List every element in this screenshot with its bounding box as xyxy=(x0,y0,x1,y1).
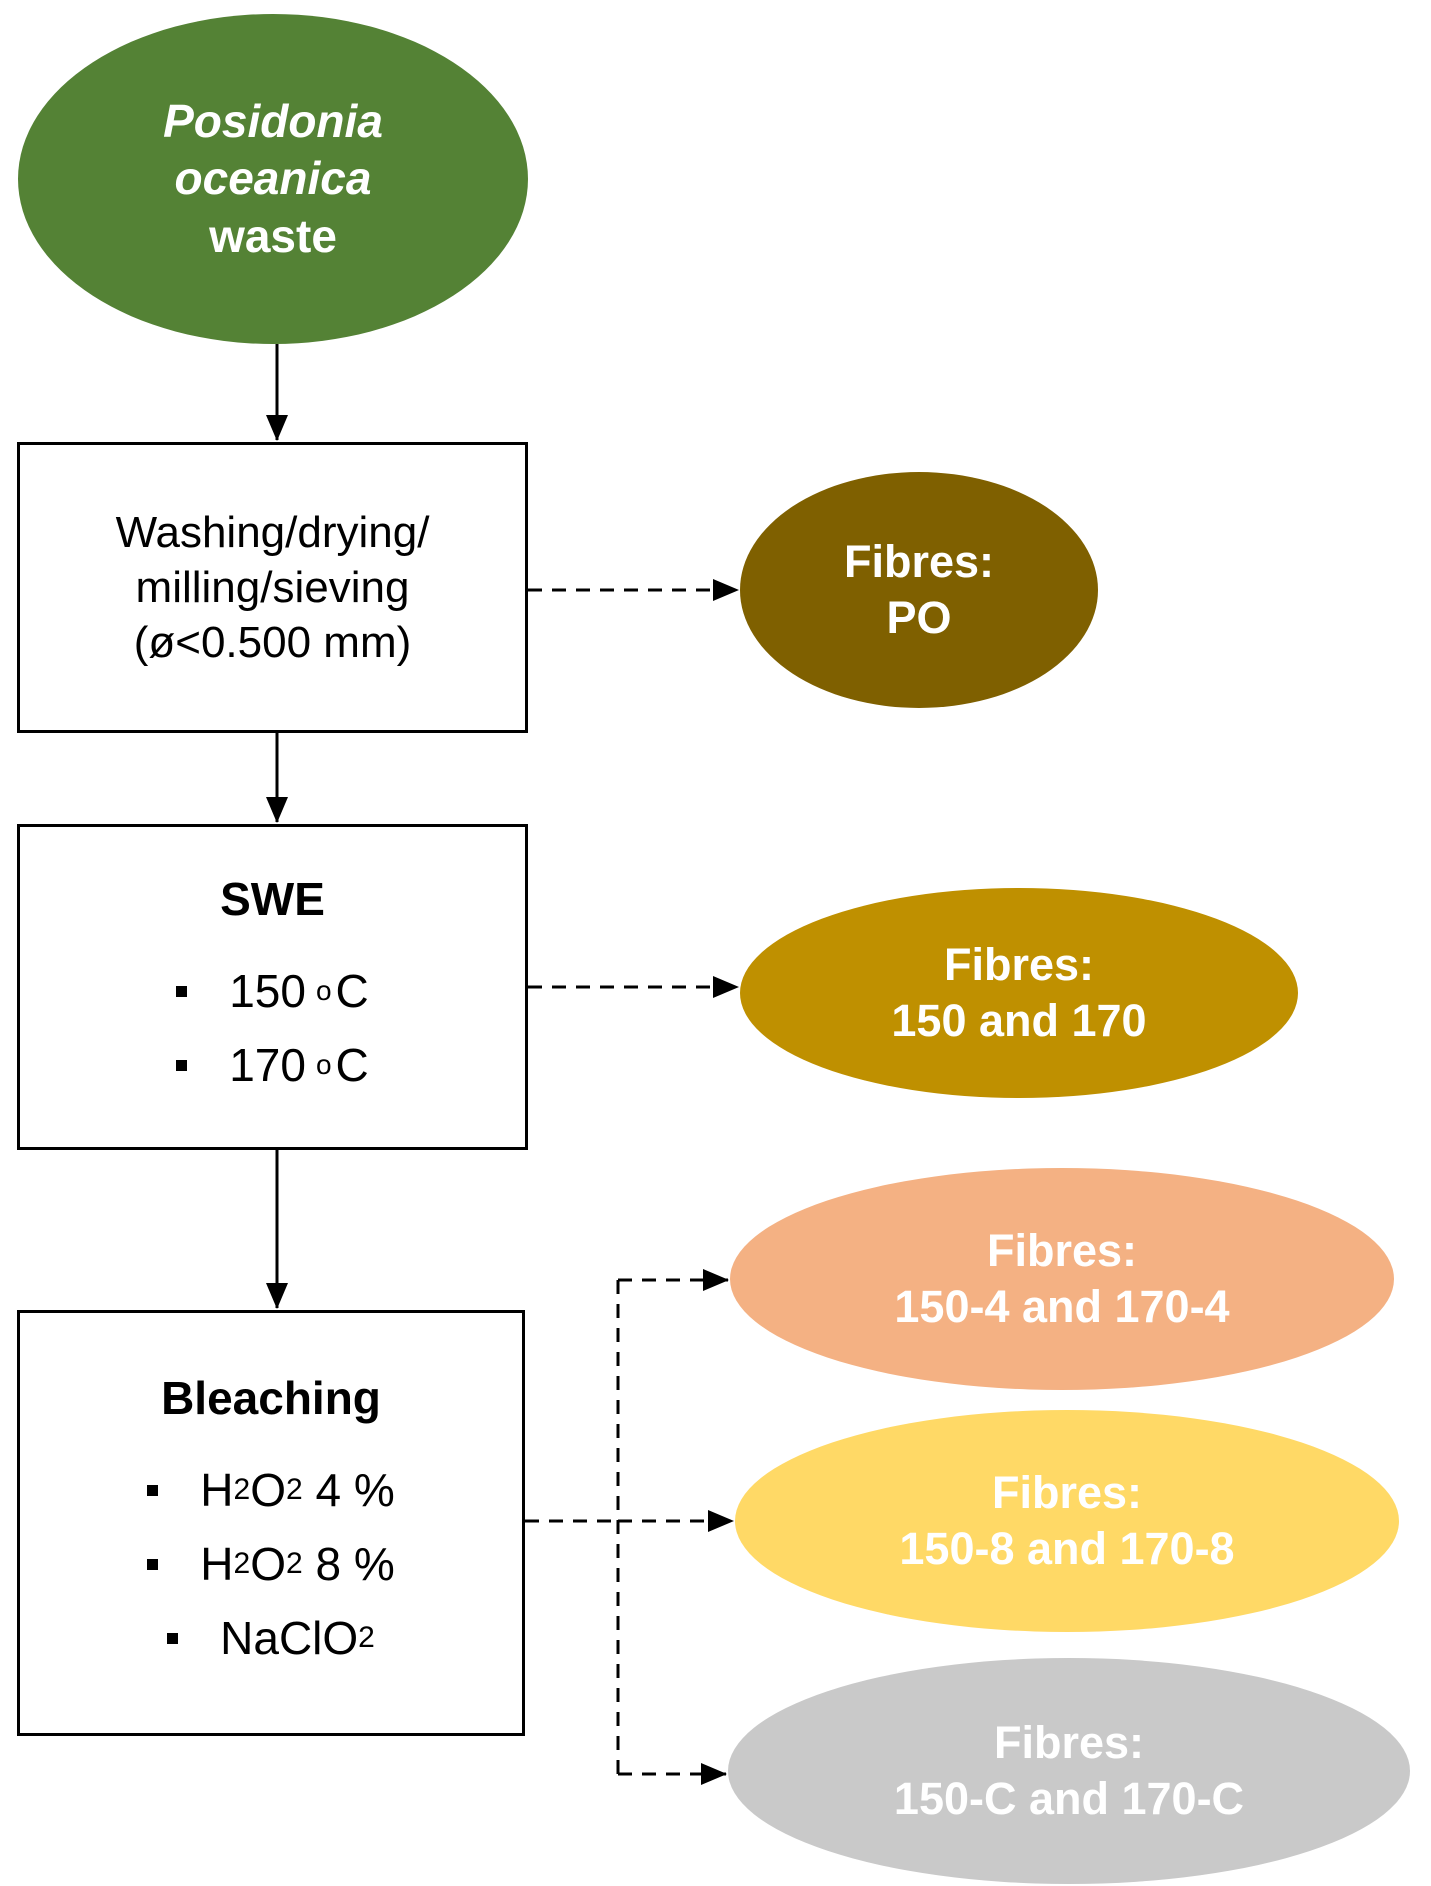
output-swe-line2: 150 and 170 xyxy=(891,995,1147,1046)
step1-line2: milling/sieving xyxy=(135,563,410,612)
output-po-line1: Fibres: xyxy=(843,535,995,587)
output-h2o2-4-line1: Fibres: xyxy=(986,1224,1138,1276)
output-naclo2-line1: Fibres: xyxy=(993,1716,1145,1768)
output-swe-line1: Fibres: xyxy=(943,938,1095,990)
output-po-line2: PO xyxy=(886,592,952,643)
bullet-icon xyxy=(167,1632,179,1644)
bullet-icon xyxy=(176,985,188,997)
output-h2o2-8-line1: Fibres: xyxy=(991,1466,1143,1518)
output-naclo2-line2: 150-C and 170-C xyxy=(893,1773,1245,1824)
output-h2o2-8: Fibres: 150-8 and 170-8 xyxy=(735,1410,1399,1632)
output-naclo2: Fibres: 150-C and 170-C xyxy=(728,1658,1410,1884)
output-swe-fibres: Fibres: 150 and 170 xyxy=(740,888,1298,1098)
step3-title: Bleaching xyxy=(161,1372,381,1424)
start-species-line2: oceanica xyxy=(174,152,372,205)
bullet-icon xyxy=(147,1558,159,1570)
step1-pretreatment-box: Washing/drying/ milling/sieving (ø<0.500… xyxy=(17,442,528,733)
step2-title: SWE xyxy=(220,873,325,925)
step1-line3: (ø<0.500 mm) xyxy=(133,618,412,667)
bullet-icon xyxy=(147,1484,159,1496)
start-node: Posidonia oceanica waste xyxy=(18,14,528,344)
bullet-icon xyxy=(176,1059,188,1071)
output-po: Fibres: PO xyxy=(740,472,1098,708)
output-h2o2-8-line2: 150-8 and 170-8 xyxy=(899,1523,1235,1574)
output-h2o2-4-line2: 150-4 and 170-4 xyxy=(894,1281,1230,1332)
output-h2o2-4: Fibres: 150-4 and 170-4 xyxy=(730,1168,1394,1390)
start-species-line1: Posidonia xyxy=(163,94,383,147)
start-waste-label: waste xyxy=(209,209,337,262)
step1-line1: Washing/drying/ xyxy=(115,508,430,557)
